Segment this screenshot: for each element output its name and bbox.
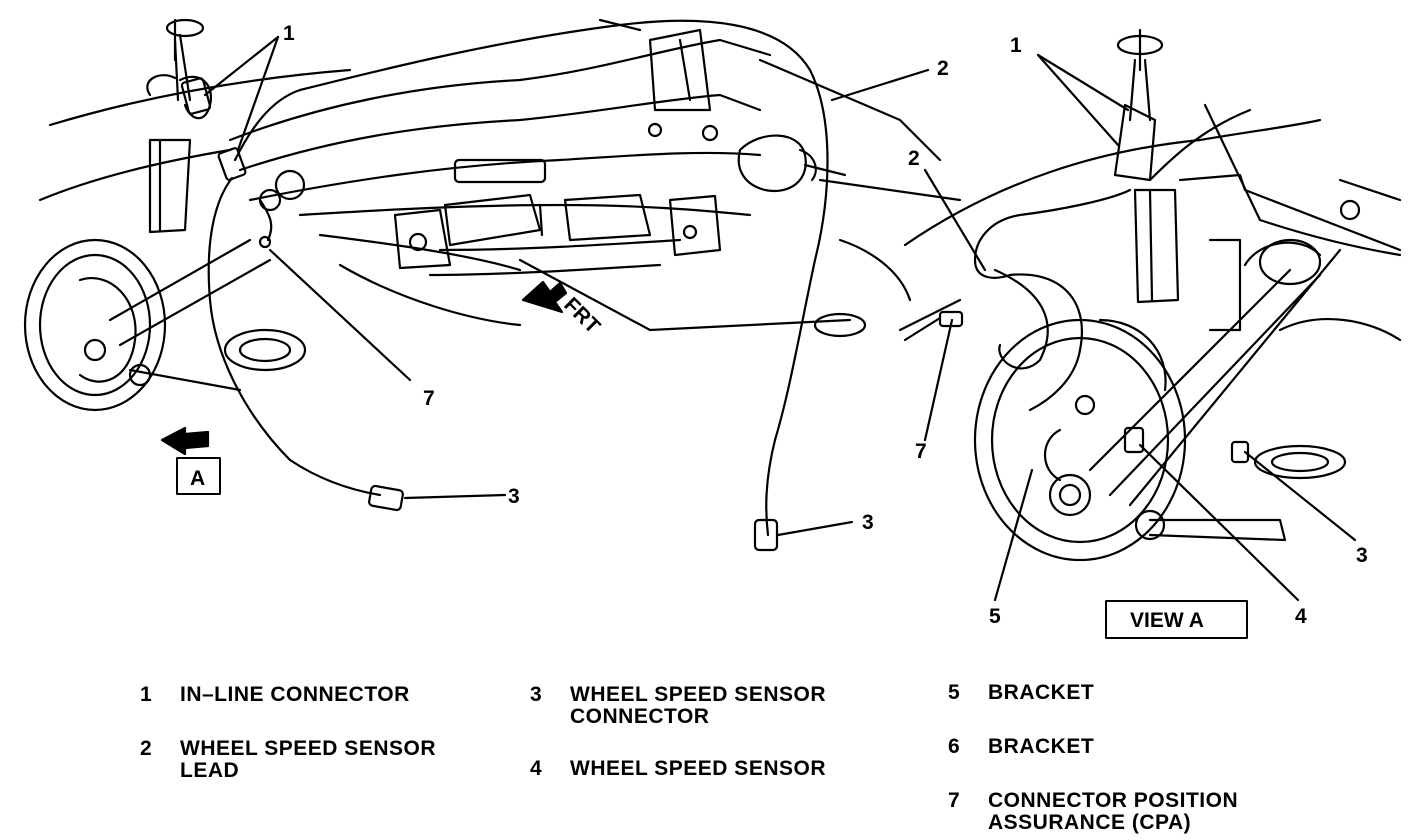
view-a-label: VIEW A [1130, 609, 1204, 632]
callout-left-3a: 3 [508, 485, 520, 508]
view-a-arrow-label: A [190, 467, 205, 490]
legend-text: CONNECTOR POSITION [988, 789, 1239, 812]
legend-item-7: 7 CONNECTOR POSITION ASSURANCE (CPA) [948, 789, 1239, 834]
callout-left-2: 2 [937, 57, 949, 80]
callout-left-7: 7 [423, 387, 435, 410]
legend-text: BRACKET [988, 681, 1095, 704]
legend-item-2: 2 WHEEL SPEED SENSOR LEAD [140, 737, 436, 782]
legend-item-4: 4 WHEEL SPEED SENSOR [530, 757, 826, 780]
rear-axle-illustration [23, 18, 962, 552]
callout-left-1: 1 [283, 22, 295, 45]
suspension-diagram: 1 2 3 3 7 A FRT [23, 18, 1402, 639]
callout-right-5: 5 [989, 605, 1001, 628]
legend-text: WHEEL SPEED SENSOR [180, 737, 436, 760]
legend-text: ASSURANCE (CPA) [988, 811, 1192, 834]
callout-right-1: 1 [1010, 34, 1022, 57]
callout-right-3: 3 [1356, 544, 1368, 567]
callout-right-2: 2 [908, 147, 920, 170]
legend-text: WHEEL SPEED SENSOR [570, 683, 826, 706]
legend-text: LEAD [180, 759, 240, 782]
callout-right-4: 4 [1295, 605, 1307, 628]
view-a-illustration [898, 28, 1402, 639]
frt-arrow-label: FRT [559, 293, 604, 338]
callout-left-3b: 3 [862, 511, 874, 534]
legend-text: BRACKET [988, 735, 1095, 758]
legend-text: WHEEL SPEED SENSOR [570, 757, 826, 780]
legend-item-5: 5 BRACKET [948, 681, 1095, 704]
legend-text: IN–LINE CONNECTOR [180, 683, 410, 706]
legend-item-1: 1 IN–LINE CONNECTOR [140, 683, 410, 706]
legend-text: CONNECTOR [570, 705, 710, 728]
legend-item-6: 6 BRACKET [948, 735, 1095, 758]
parts-legend: 1 IN–LINE CONNECTOR 2 WHEEL SPEED SENSOR… [0, 678, 1408, 840]
legend-item-3: 3 WHEEL SPEED SENSOR CONNECTOR [530, 683, 826, 728]
callout-right-7: 7 [915, 440, 927, 463]
